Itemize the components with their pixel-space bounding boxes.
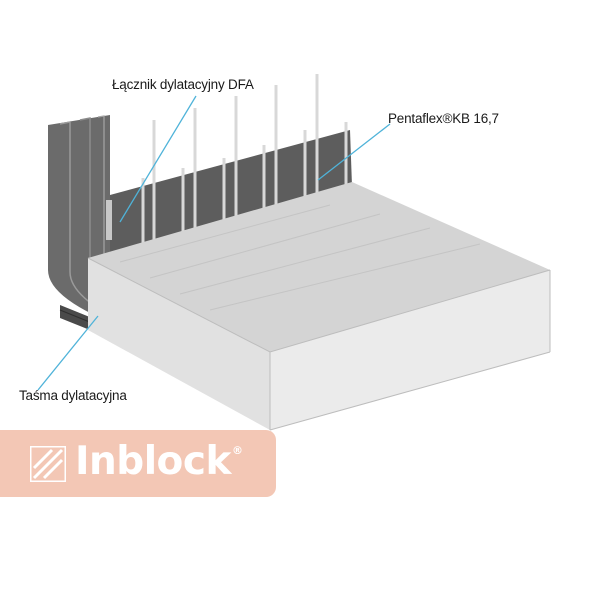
- inblock-logo-text: Inblock: [75, 439, 231, 484]
- callout-lines: [37, 95, 391, 391]
- inblock-logo-icon: [30, 446, 66, 482]
- label-dfa-connector: Łącznik dylatacyjny DFA: [112, 77, 254, 92]
- slab-top: [88, 182, 550, 352]
- callout-line-kb: [317, 123, 391, 181]
- slab-reinforcement-lines: [119, 204, 481, 311]
- inblock-logo: Inblock ®: [0, 430, 276, 497]
- pentaflex-back-wall: [110, 130, 352, 262]
- inblock-logo-registered: ®: [232, 444, 243, 457]
- slab-outline: [87, 257, 551, 431]
- slab-left-face: [88, 258, 270, 430]
- callout-line-dfa: [119, 95, 197, 223]
- callout-line-tasma: [37, 315, 99, 391]
- label-dilatation-tape: Taśma dylatacyjna: [19, 388, 127, 403]
- label-pentaflex-kb: Pentaflex®KB 16,7: [388, 111, 499, 126]
- slab-front-face: [270, 270, 550, 430]
